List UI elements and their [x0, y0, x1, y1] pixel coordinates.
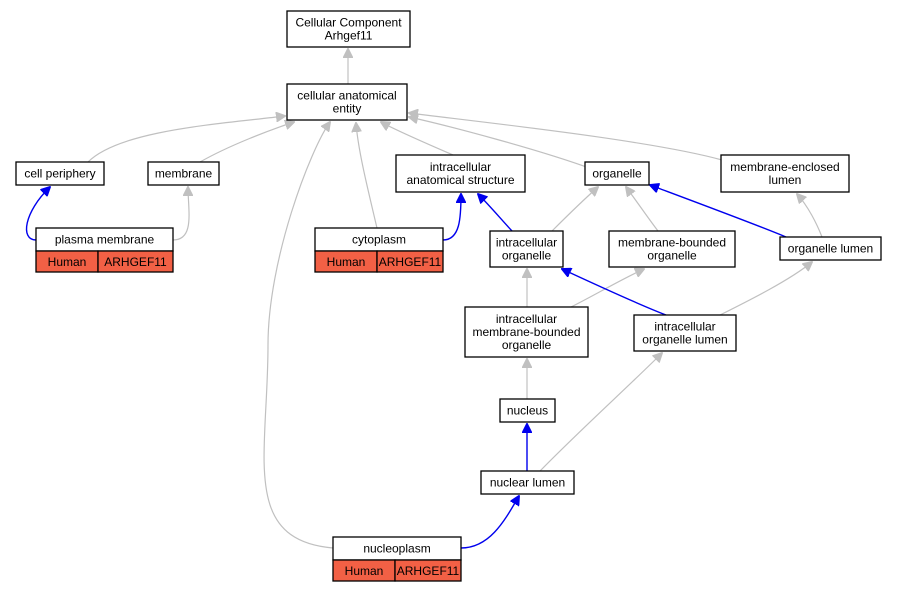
node-cellperiph-box	[15, 161, 105, 186]
node-np-annotation-gene: ARHGEF11	[397, 564, 460, 578]
node-membrane-box	[147, 161, 220, 186]
node-ol[interactable]: organelle lumen	[779, 236, 882, 261]
edge-pm-to-cellperiph	[25, 187, 50, 241]
node-io-label-line-1: organelle	[502, 249, 552, 263]
node-cyto-label-line-0: cytoplasm	[352, 233, 406, 247]
node-nucleus[interactable]: nucleus	[499, 398, 556, 423]
node-cyto-annotation-gene: ARHGEF11	[379, 255, 442, 269]
edge-membrane-to-cae	[199, 122, 294, 163]
node-ias-label-line-0: intracellular	[430, 160, 491, 174]
node-nl-label-line-0: nuclear lumen	[490, 476, 565, 490]
node-cellperiph[interactable]: cell periphery	[15, 161, 105, 186]
node-io-label-line-0: intracellular	[496, 236, 557, 250]
node-nucleus-box	[499, 398, 556, 423]
node-iol-label-line-1: organelle lumen	[642, 333, 727, 347]
edge-layer	[25, 49, 823, 549]
edge-iol-to-io	[562, 269, 667, 316]
edge-imbo-to-mbo	[570, 269, 644, 308]
node-cae-label-line-1: entity	[333, 102, 362, 116]
edge-iol-to-ol	[719, 262, 812, 316]
edge-cellperiph-to-cae	[87, 116, 285, 163]
node-root-label-line-1: Arhgef11	[325, 29, 373, 43]
node-nl[interactable]: nuclear lumen	[480, 470, 575, 495]
node-root-label-line-0: Cellular Component	[295, 16, 402, 30]
edge-io-to-ias	[478, 194, 513, 232]
node-io-box	[489, 230, 564, 268]
node-imbo-label-line-2: organelle	[502, 338, 552, 352]
node-imbo-box	[464, 306, 589, 358]
node-nucleus-label-line-0: nucleus	[507, 404, 548, 418]
node-mel-label-line-0: membrane-enclosed	[730, 160, 839, 174]
node-organelle[interactable]: organelle	[584, 161, 650, 186]
edge-io-to-organelle	[551, 187, 598, 232]
edge-pm-to-membrane	[172, 187, 189, 241]
edge-ol-to-mel	[797, 194, 823, 238]
node-iol-label-line-0: intracellular	[654, 320, 715, 334]
node-mbo-label-line-0: membrane-bounded	[618, 236, 726, 250]
node-organelle-label-line-0: organelle	[592, 167, 642, 181]
node-mel-label-line-1: lumen	[769, 173, 802, 187]
node-mbo-box	[608, 230, 736, 268]
node-ias-box	[395, 154, 526, 193]
node-pm-annotation-gene: ARHGEF11	[104, 255, 167, 269]
node-ias-label-line-1: anatomical structure	[406, 173, 514, 187]
node-nl-box	[480, 470, 575, 495]
node-ol-box	[779, 236, 882, 261]
edge-np-to-nl	[460, 496, 519, 549]
node-cae-label-line-0: cellular anatomical	[297, 89, 396, 103]
node-organelle-box	[584, 161, 650, 186]
node-np-annotation-gene-cell	[394, 559, 462, 582]
node-root-box	[286, 10, 411, 48]
node-pm-annotation-species: Human	[48, 255, 87, 269]
node-np-label-line-0: nucleoplasm	[363, 542, 430, 556]
node-membrane[interactable]: membrane	[147, 161, 220, 186]
node-imbo-label-line-0: intracellular	[496, 312, 557, 326]
edge-mel-to-cae	[409, 113, 723, 161]
node-cellperiph-label-line-0: cell periphery	[24, 167, 95, 181]
edge-cyto-to-cae	[356, 123, 378, 229]
edge-mbo-to-organelle	[626, 187, 659, 232]
edge-nl-to-iol	[539, 353, 662, 472]
node-iol-box	[633, 314, 737, 352]
node-pm-annotation-gene-cell	[97, 250, 174, 273]
node-cyto-annotation-gene-cell	[376, 250, 444, 273]
node-mel-box	[720, 154, 850, 193]
edge-ol-to-organelle	[650, 185, 787, 238]
edge-np-to-cae	[263, 122, 334, 549]
node-mbo-label-line-1: organelle	[647, 249, 697, 263]
node-imbo-label-line-1: membrane-bounded	[472, 325, 580, 339]
node-membrane-label-line-0: membrane	[155, 167, 213, 181]
node-np-annotation-species: Human	[345, 564, 384, 578]
edge-ias-to-cae	[381, 122, 454, 156]
node-cae-box	[286, 83, 408, 121]
node-cyto-annotation-species: Human	[327, 255, 366, 269]
edge-cyto-to-ias	[442, 194, 461, 241]
edge-organelle-to-cae	[409, 117, 593, 170]
node-ol-label-line-0: organelle lumen	[788, 242, 873, 256]
node-pm-label-line-0: plasma membrane	[55, 233, 155, 247]
